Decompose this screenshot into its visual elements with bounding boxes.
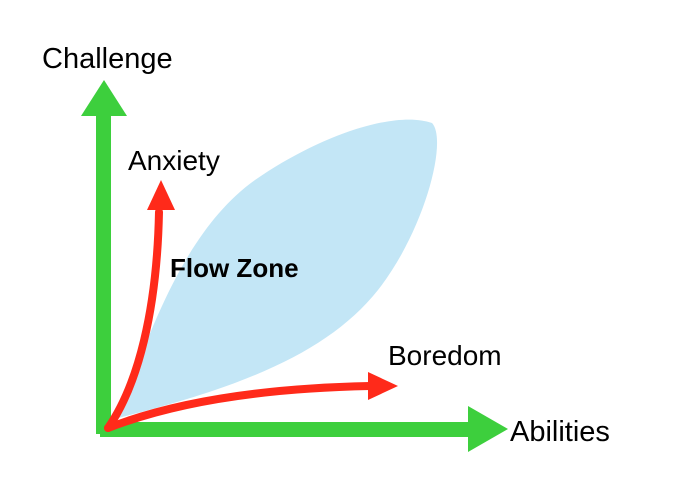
anxiety-label: Anxiety [128,145,220,176]
anxiety-arrow [104,180,175,432]
x-axis-arrow [100,406,508,452]
flow-zone-label: Flow Zone [170,253,299,283]
boredom-label: Boredom [388,340,502,371]
x-axis-label: Abilities [510,416,610,448]
y-axis-label: Challenge [42,43,173,75]
boredom-arrow [104,372,398,432]
flow-zone-region [118,119,438,418]
y-axis-arrow [81,80,127,434]
